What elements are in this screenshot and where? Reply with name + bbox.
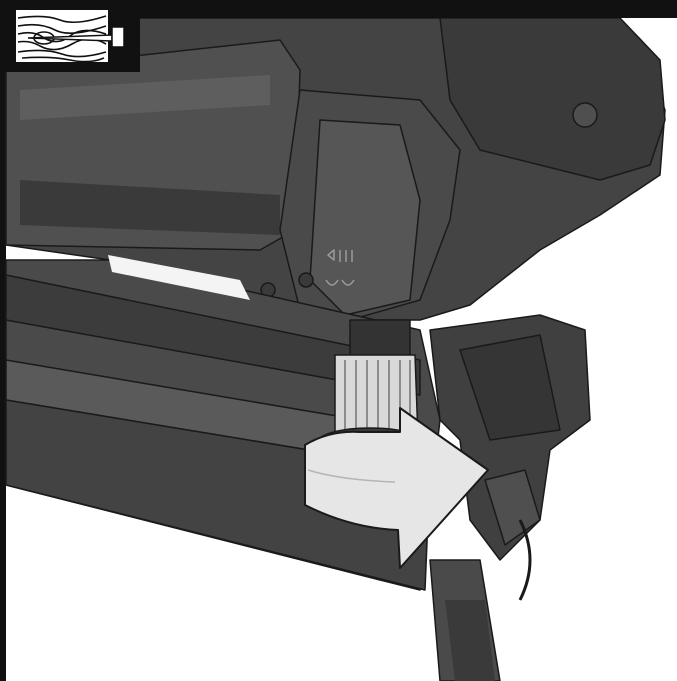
cylinder-highlight xyxy=(20,75,270,120)
cylinder-shade xyxy=(20,180,280,235)
bracket-link xyxy=(484,469,541,546)
depth-marks xyxy=(325,249,355,286)
nose-tip-shade xyxy=(445,600,495,681)
frame-left-border xyxy=(0,0,6,681)
adjuster-shaft xyxy=(349,319,411,361)
nailer-tool xyxy=(5,17,666,681)
bracket-plate xyxy=(459,334,561,441)
screw-3 xyxy=(572,102,598,128)
housing-gap xyxy=(108,255,250,300)
bracket-wire xyxy=(518,519,532,601)
screw-1 xyxy=(298,272,314,288)
magazine-bottom xyxy=(5,399,431,591)
clockwise-arrow-icon xyxy=(304,407,489,569)
dial-ridges xyxy=(344,360,411,434)
nail-head xyxy=(111,26,125,48)
top-black-bar xyxy=(0,0,677,18)
nose-front-face xyxy=(309,119,421,316)
arrow-inner-curve xyxy=(307,469,396,483)
tool-top-cap xyxy=(439,17,666,181)
wood-nail-icon xyxy=(0,0,140,72)
magazine-slot xyxy=(5,274,421,396)
